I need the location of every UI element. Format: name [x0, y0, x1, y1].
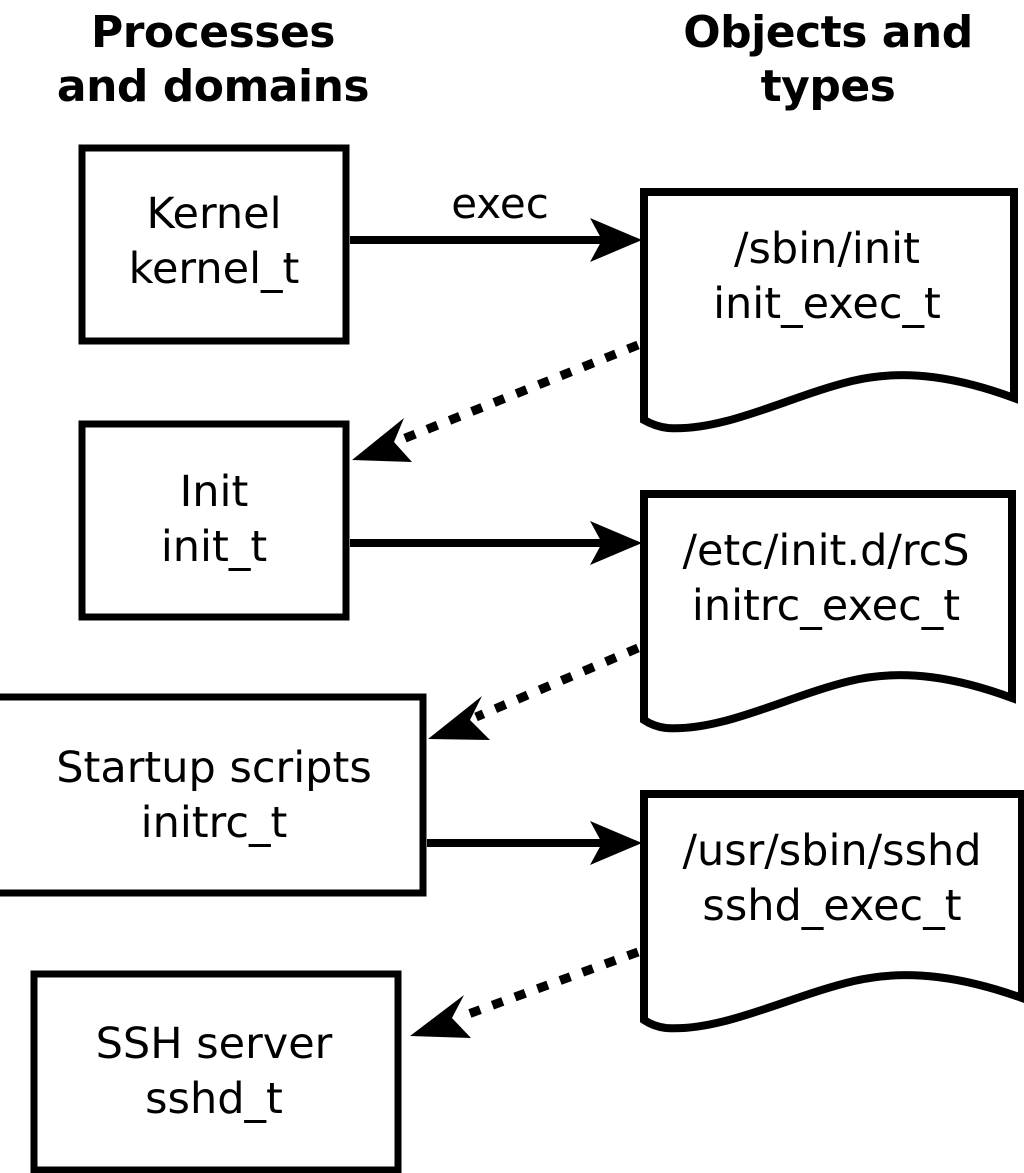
node-sshd-line2: sshd_t — [145, 1074, 283, 1124]
arrowhead-initrc_exec-initrc — [428, 696, 490, 740]
node-init[interactable]: Init init_t — [78, 420, 350, 621]
node-init_exec-line1: /sbin/init — [734, 224, 920, 274]
node-sshd-line1: SSH server — [96, 1019, 333, 1069]
arrowhead-init_exec-init — [352, 418, 412, 462]
arrowhead-sshd_exec-sshd — [410, 995, 471, 1038]
arrowhead-kernel-init_exec — [590, 218, 642, 262]
edge-line-initrc_exec-initrc — [474, 643, 640, 722]
column-header-objects-line2: types — [761, 61, 896, 112]
node-sshd_exec-document[interactable] — [640, 790, 1024, 1033]
node-initrc_exec[interactable]: /etc/init.d/rcS initrc_exec_t — [640, 490, 1016, 733]
node-initrc_exec-line2: initrc_exec_t — [692, 581, 960, 631]
node-init_exec-document[interactable] — [640, 188, 1018, 433]
node-kernel-rect[interactable] — [78, 144, 350, 345]
edge-line-sshd_exec-sshd — [461, 947, 640, 1021]
node-initrc_exec-line1: /etc/init.d/rcS — [682, 526, 969, 576]
edge-init-exec-initrc_exec — [350, 521, 642, 565]
arrowhead-initrc-sshd_exec — [590, 821, 642, 865]
edge-line-init_exec-init — [396, 340, 640, 446]
arrowhead-init-initrc_exec — [590, 521, 642, 565]
node-sshd[interactable]: SSH server sshd_t — [30, 970, 402, 1173]
column-header-objects-line1: Objects and — [683, 7, 972, 58]
column-header-processes-line2: and domains — [57, 61, 369, 112]
node-initrc-line2: initrc_t — [141, 798, 288, 848]
node-sshd_exec[interactable]: /usr/sbin/sshd sshd_exec_t — [640, 790, 1024, 1033]
node-init_exec[interactable]: /sbin/init init_exec_t — [640, 188, 1018, 433]
node-initrc_exec-document[interactable] — [640, 490, 1016, 733]
node-init-rect[interactable] — [78, 420, 350, 621]
node-initrc-rect[interactable] — [0, 693, 427, 897]
edge-initrc-exec-sshd_exec — [427, 821, 642, 865]
node-sshd_exec-line1: /usr/sbin/sshd — [682, 826, 981, 876]
node-initrc[interactable]: Startup scripts initrc_t — [0, 693, 427, 897]
edge-init_exec-transition-init — [352, 340, 640, 462]
column-header-processes: Processes and domains — [57, 7, 370, 112]
node-initrc-line1: Startup scripts — [56, 743, 372, 793]
edge-sshd_exec-transition-sshd — [410, 947, 640, 1038]
edge-label-exec: exec — [451, 179, 549, 228]
node-sshd-rect[interactable] — [30, 970, 402, 1173]
edge-initrc_exec-transition-initrc — [428, 643, 640, 740]
column-header-objects: Objects and types — [683, 7, 973, 112]
column-header-processes-line1: Processes — [91, 7, 335, 58]
node-init-line2: init_t — [161, 522, 267, 572]
node-kernel[interactable]: Kernel kernel_t — [78, 144, 350, 345]
node-kernel-line1: Kernel — [146, 189, 281, 239]
node-init_exec-line2: init_exec_t — [713, 279, 941, 329]
node-init-line1: Init — [180, 467, 249, 517]
node-kernel-line2: kernel_t — [129, 244, 300, 294]
edge-kernel-exec-init_exec: exec — [350, 179, 642, 262]
node-sshd_exec-line2: sshd_exec_t — [702, 881, 961, 931]
